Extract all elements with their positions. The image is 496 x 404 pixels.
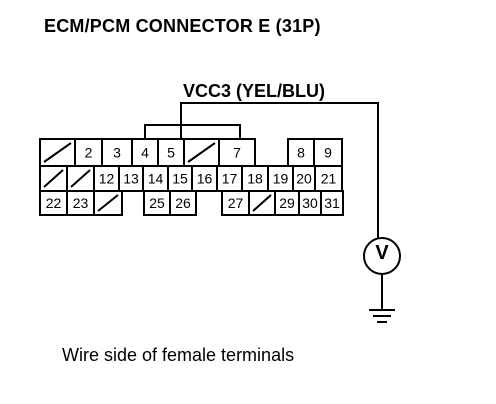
terminal-2: 2: [74, 138, 103, 167]
terminal-3: 3: [101, 138, 133, 167]
terminal-label: 19: [273, 171, 289, 187]
terminal-5: 5: [157, 138, 185, 167]
voltmeter-symbol: V: [375, 242, 389, 264]
terminal-empty: [183, 138, 220, 167]
terminal-empty: [93, 190, 123, 216]
terminal-label: 3: [113, 145, 121, 161]
terminal-9: 9: [313, 138, 343, 167]
terminal-23: 23: [66, 190, 95, 216]
terminal-label: 4: [141, 145, 149, 161]
terminal-label: 17: [222, 171, 238, 187]
diagram-caption: Wire side of female terminals: [62, 345, 295, 365]
connector-lock-tab: [144, 124, 241, 139]
terminal-8: 8: [287, 138, 315, 167]
terminal-label: 2: [85, 145, 93, 161]
terminal-label: 27: [228, 195, 244, 211]
terminal-label: 16: [197, 171, 213, 187]
terminal-label: 13: [123, 171, 139, 187]
terminal-label: 20: [296, 171, 312, 187]
terminal-22: 22: [39, 190, 68, 216]
terminal-empty: [39, 138, 76, 167]
terminal-label: 12: [99, 171, 115, 187]
terminal-label: 14: [148, 171, 164, 187]
terminal-31: 31: [320, 190, 344, 216]
terminal-label: 21: [321, 171, 337, 187]
terminal-label: 8: [297, 145, 305, 161]
terminal-21: 21: [314, 165, 343, 192]
terminal-16: 16: [191, 165, 218, 192]
terminal-label: 25: [149, 195, 165, 211]
terminal-label: 9: [324, 145, 332, 161]
terminal-25: 25: [143, 190, 171, 216]
terminal-label: 30: [302, 195, 318, 211]
terminal-18: 18: [241, 165, 269, 192]
terminal-label: 29: [279, 195, 295, 211]
terminal-27: 27: [221, 190, 250, 216]
diagram-title: ECM/PCM CONNECTOR E (31P): [44, 16, 321, 36]
terminal-label: 22: [46, 195, 62, 211]
terminal-label: 26: [175, 195, 191, 211]
terminal-empty: [66, 165, 95, 192]
terminal-20: 20: [292, 165, 316, 192]
terminal-13: 13: [118, 165, 144, 192]
terminal-label: 23: [73, 195, 89, 211]
terminal-14: 14: [142, 165, 169, 192]
terminal-4: 4: [131, 138, 159, 167]
terminal-19: 19: [267, 165, 294, 192]
terminal-17: 17: [216, 165, 243, 192]
terminal-12: 12: [93, 165, 120, 192]
terminal-label: 5: [167, 145, 175, 161]
terminal-label: 15: [172, 171, 188, 187]
wire-vcc3: [180, 102, 379, 238]
terminal-label: 31: [324, 195, 340, 211]
terminal-7: 7: [218, 138, 256, 167]
terminal-label: 18: [247, 171, 263, 187]
terminal-empty: [248, 190, 276, 216]
terminal-label: 7: [233, 145, 241, 161]
terminal-30: 30: [298, 190, 322, 216]
terminal-29: 29: [274, 190, 300, 216]
wire-label: VCC3 (YEL/BLU): [183, 81, 326, 101]
terminal-empty: [39, 165, 68, 192]
terminal-15: 15: [167, 165, 193, 192]
terminal-26: 26: [169, 190, 197, 216]
ground-icon: [369, 309, 395, 323]
